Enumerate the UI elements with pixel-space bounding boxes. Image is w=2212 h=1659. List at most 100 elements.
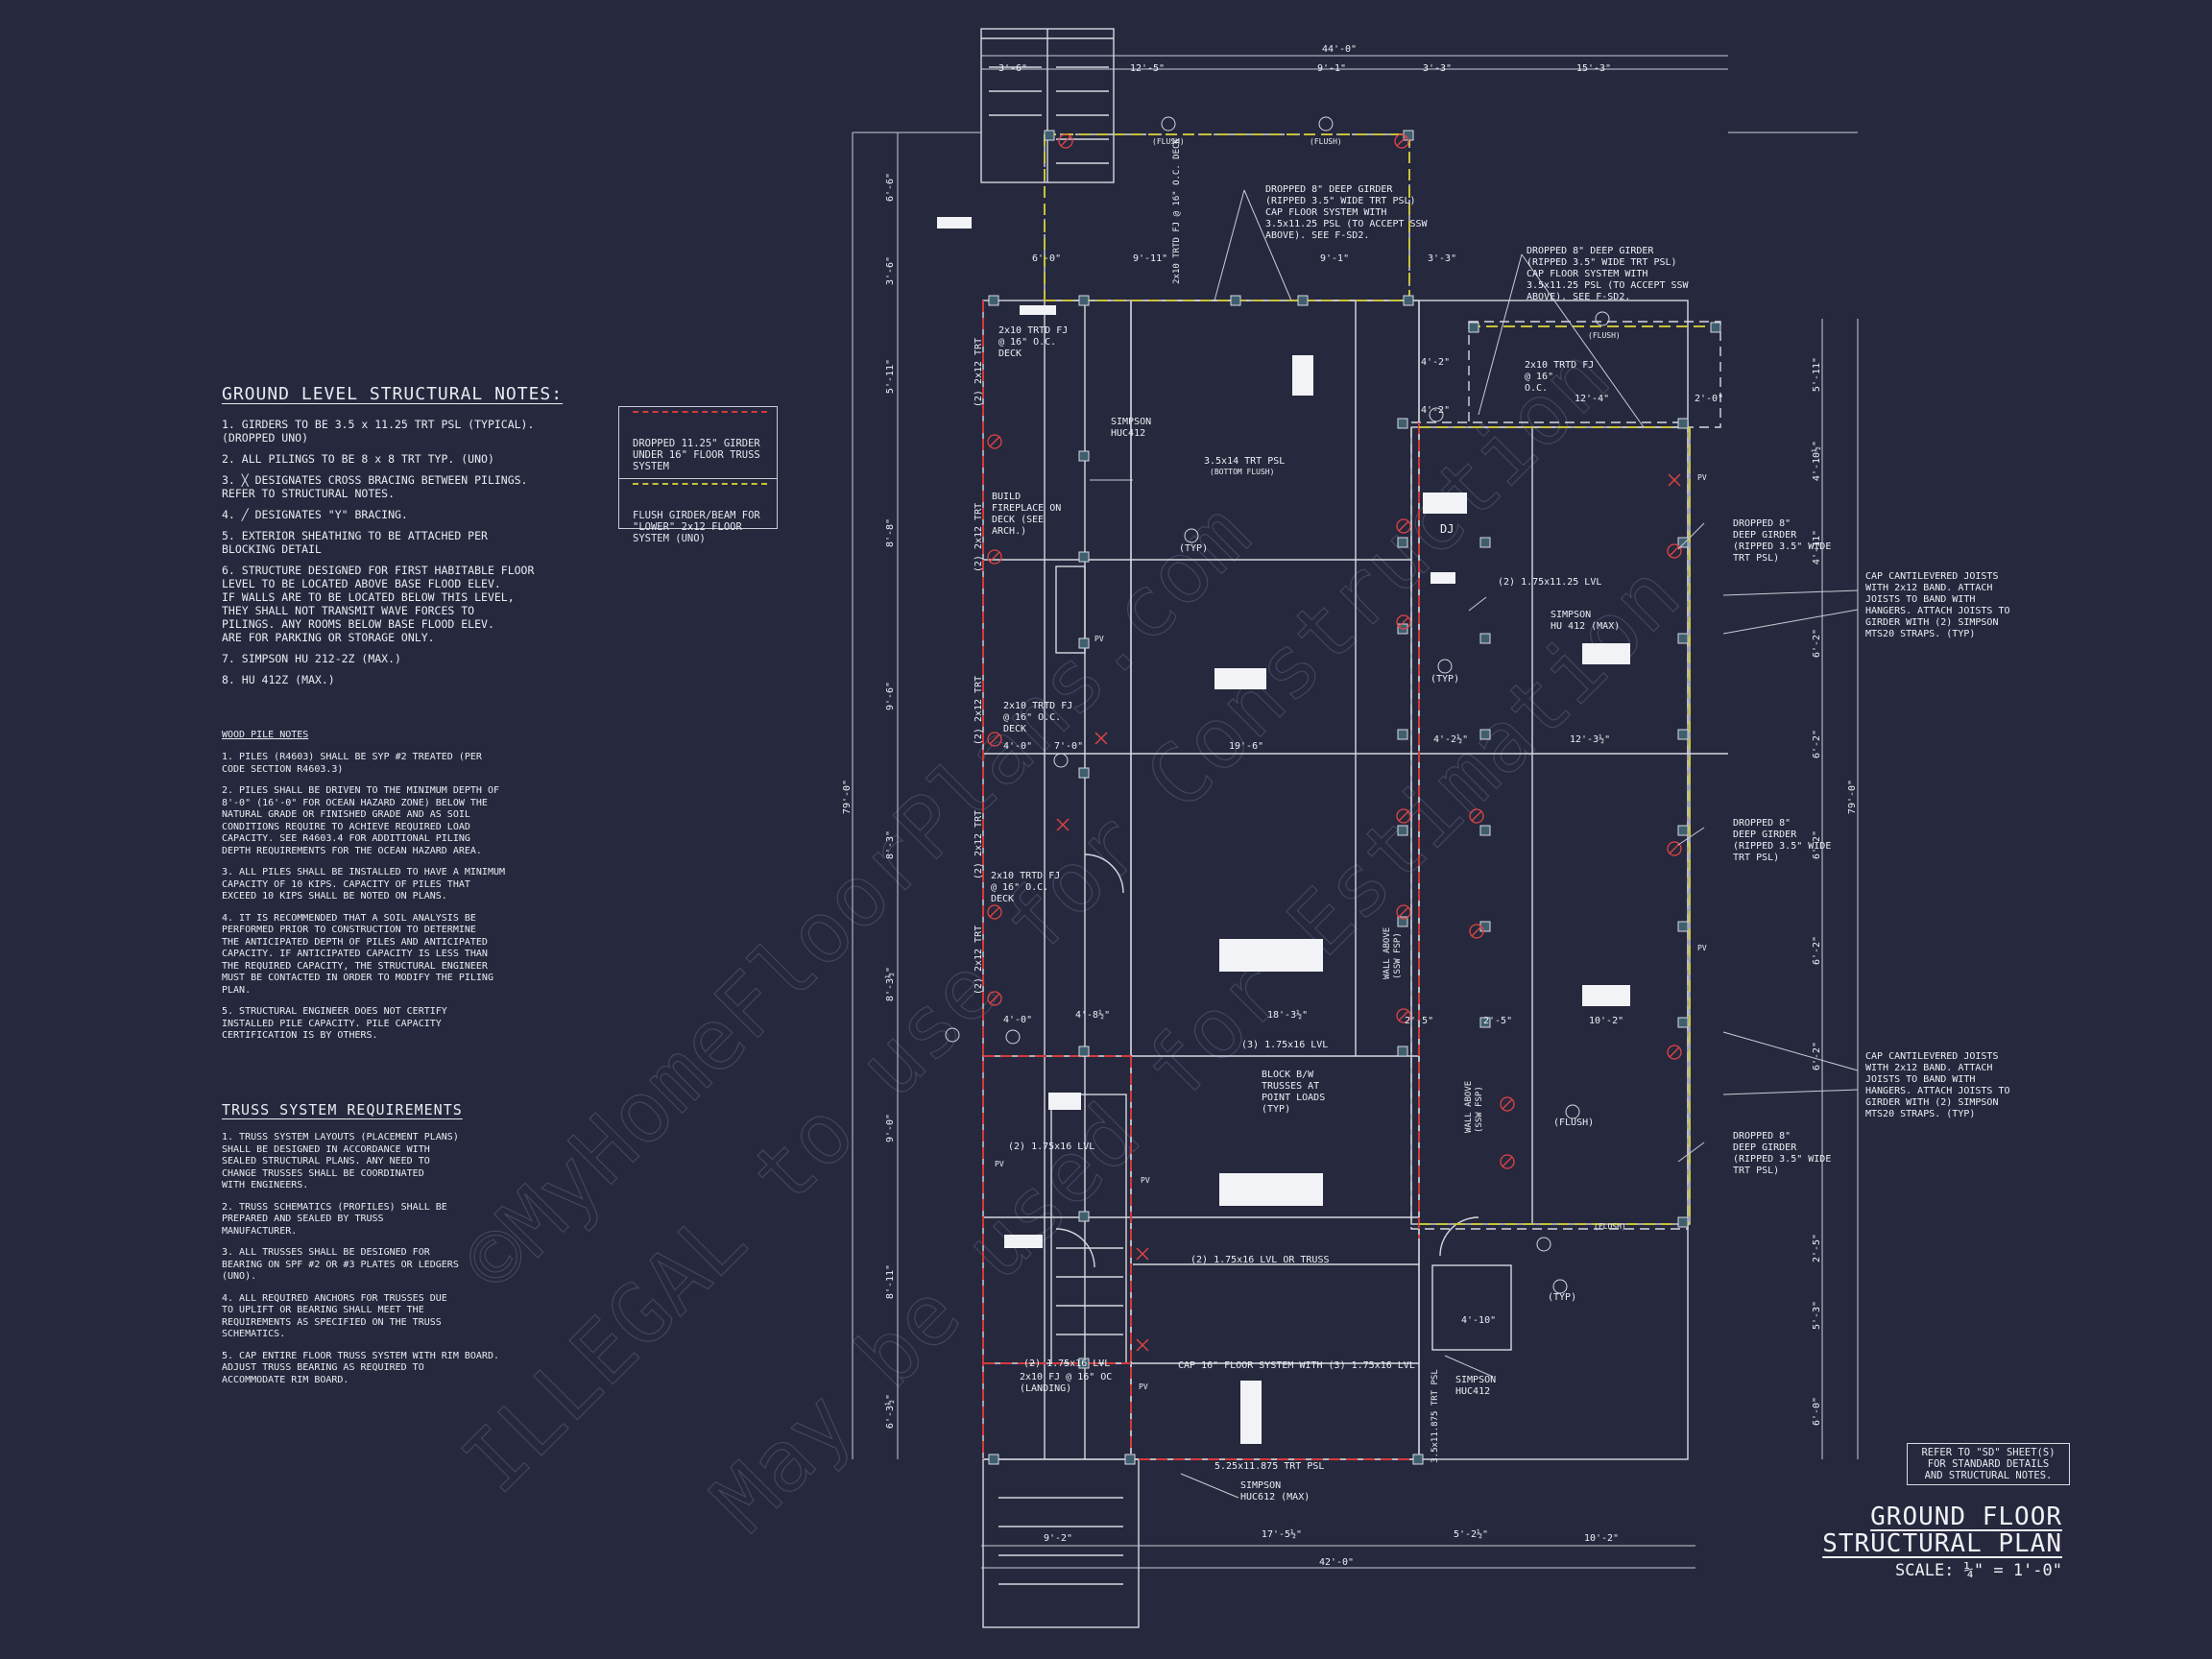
y-brace <box>1396 808 1411 824</box>
label-line: (RIPPED 3.5" WIDE TRT PSL) <box>1265 196 1416 206</box>
wood-pile-notes: WOOD PILE NOTES 1. PILES (R4603) SHALL B… <box>222 730 539 1052</box>
deck-note-3: 2x10 TRTD FJ@ 16" O.C.DECK <box>991 871 1060 904</box>
y-brace <box>1396 518 1411 534</box>
truss-note-item: 1. TRUSS SYSTEM LAYOUTS (PLACEMENT PLANS… <box>222 1132 459 1190</box>
pile <box>1677 729 1689 740</box>
fireplace <box>1055 565 1086 654</box>
dim-interior: 19'-6" <box>1229 741 1263 752</box>
pile <box>1479 1017 1491 1028</box>
label-line: SIMPSON <box>1455 1375 1496 1385</box>
cross-brace <box>1668 473 1681 487</box>
pile <box>1297 295 1309 306</box>
y-brace <box>1394 133 1409 149</box>
dim-interior: 4'-0" <box>1003 741 1032 752</box>
dim-bottom-overall: 42'-0" <box>1319 1557 1354 1568</box>
pile <box>1078 295 1090 306</box>
beam-label-box <box>1240 1381 1262 1444</box>
label-line: CAP FLOOR SYSTEM WITH <box>1527 269 1647 279</box>
label-line: WALL ABOVE <box>1464 1081 1474 1133</box>
elevator-shaft <box>1431 1264 1512 1351</box>
dim-right-seg: 6'-2" <box>1812 830 1822 859</box>
lvl-2-16-label: (2) 1.75x16 LVL <box>1008 1142 1094 1152</box>
dim-left-seg: 9'-0" <box>885 1114 896 1142</box>
label-line: DECK (SEE <box>992 515 1044 525</box>
callout-8 <box>1005 1029 1021 1045</box>
beam-label-box <box>1582 643 1630 664</box>
beam-label-box <box>1004 1235 1043 1248</box>
pile <box>1397 825 1408 836</box>
label-line: (LANDING) <box>1020 1383 1071 1394</box>
ground-note-item: 7. SIMPSON HU 212-2Z (MAX.) <box>222 652 401 665</box>
label-line: DEEP GIRDER <box>1733 1142 1797 1153</box>
callout-1 <box>1595 311 1610 326</box>
label-line: (RIPPED 3.5" WIDE <box>1733 1154 1831 1165</box>
dim-left-seg: 6'-6" <box>885 173 896 202</box>
ground-note-item: 8. HU 412Z (MAX.) <box>222 673 335 686</box>
label-line: FIREPLACE ON <box>992 503 1061 514</box>
dim-interior: 4'-0" <box>1003 1015 1032 1025</box>
multiline-labels: DROPPED 8" DEEP GIRDER(RIPPED 3.5" WIDE … <box>991 184 2010 1503</box>
cap-floor-label: CAP 16" FLOOR SYSTEM WITH (3) 1.75x16 LV… <box>1178 1360 1415 1371</box>
callout-1 <box>1161 116 1176 132</box>
dim-interior: 7'-0" <box>1054 741 1083 752</box>
dim-top-seg: 3'-6" <box>998 63 1027 74</box>
dim-interior: 2'-5" <box>1405 1016 1433 1026</box>
pile <box>988 295 999 306</box>
flush-label: (FLUSH) <box>1152 137 1185 146</box>
truss-note-item: 4. ALL REQUIRED ANCHORS FOR TRUSSES DUE … <box>222 1292 447 1340</box>
label-line: DROPPED 8" <box>1733 1131 1791 1142</box>
wall-above-note-1: WALL ABOVE(SSW FSP) <box>1382 927 1403 979</box>
cross-brace <box>1094 732 1108 745</box>
y-brace <box>1667 1045 1682 1060</box>
label-line: WITH 2x12 BAND. ATTACH <box>1865 583 1992 593</box>
pile <box>1710 322 1721 333</box>
dim-right-overall: 79'-0" <box>1847 780 1858 814</box>
truss-notes-heading: TRUSS SYSTEM REQUIREMENTS <box>222 1101 463 1118</box>
ground-note-item: 6. STRUCTURE DESIGNED FOR FIRST HABITABL… <box>222 564 535 644</box>
label-line: DROPPED 8" DEEP GIRDER <box>1527 246 1654 256</box>
pile <box>1479 729 1491 740</box>
label-line: POINT LOADS <box>1262 1093 1325 1103</box>
lvl-2-16-truss-label: (2) 1.75x16 LVL OR TRUSS <box>1190 1255 1330 1265</box>
label-line: 2x10 TRTD FJ <box>1003 701 1072 711</box>
psl-bottom-flush-label: 3.5x14 TRT PSL <box>1204 456 1285 467</box>
label-line: @ 16" <box>1525 372 1553 382</box>
rotated-multiline: WALL ABOVE(SSW FSP) WALL ABOVE(SSW FSP) <box>1382 927 1484 1133</box>
dim-interior: 2'-0" <box>1695 394 1723 404</box>
pile <box>1677 1216 1689 1228</box>
label-line: (SSW FSP) <box>1393 932 1403 979</box>
pv-label: PV <box>1094 635 1104 643</box>
y-brace <box>1058 133 1073 149</box>
dim-left-seg: 8'-3½" <box>884 967 896 1001</box>
label-line: DROPPED 8" DEEP GIRDER <box>1265 184 1393 195</box>
dim-interior: 2'-5" <box>1483 1016 1512 1026</box>
label-line: HANGERS. ATTACH JOISTS TO <box>1865 606 2010 616</box>
label-line: TRT PSL) <box>1733 553 1779 564</box>
dim-right-seg: 6'-2" <box>1812 629 1822 658</box>
dim-interior: 3'-3" <box>1428 253 1456 264</box>
trt-2x12-label: (2) 2x12 TRT <box>974 503 984 572</box>
pile <box>1078 637 1090 649</box>
legend-dropped-girder: DROPPED 11.25" GIRDER UNDER 16" FLOOR TR… <box>619 407 777 478</box>
beam-label-box <box>1292 355 1313 396</box>
dim-right-seg: 4'-10½" <box>1811 441 1822 481</box>
callout-1 <box>1184 528 1199 543</box>
dim-top-overall: 44'-0" <box>1322 44 1357 55</box>
pile <box>1397 537 1408 548</box>
label-line: DECK <box>998 349 1022 359</box>
label-line: HUC412 <box>1455 1386 1490 1397</box>
dim-right-seg: 2'-5" <box>1812 1234 1822 1262</box>
pile <box>1403 295 1414 306</box>
callout-1 <box>1318 116 1334 132</box>
dim-right-seg: 5'-3" <box>1812 1301 1822 1330</box>
dim-left-seg: 6'-3½" <box>884 1394 896 1429</box>
y-brace <box>1396 614 1411 630</box>
label-line: DROPPED 8" <box>1733 818 1791 829</box>
drawing-title-block: GROUND FLOOR STRUCTURAL PLAN SCALE: ¼" =… <box>1822 1503 2062 1580</box>
label-line: MTS20 STRAPS. (TYP) <box>1865 629 1975 639</box>
